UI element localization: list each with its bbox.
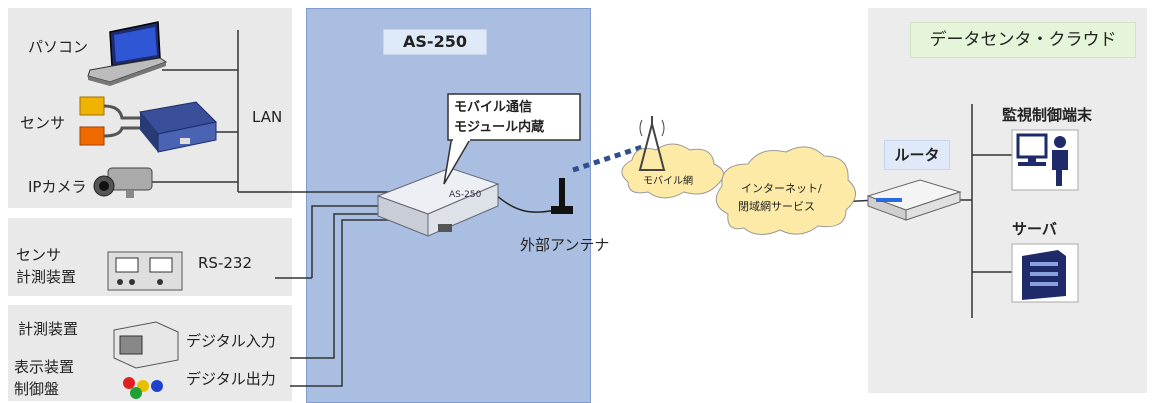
display-label: 表示装置 [14, 358, 75, 376]
terminal-icon [1011, 129, 1079, 191]
bubble-line-1: モバイル通信 [454, 100, 533, 115]
serial-sensor-label: センサ [16, 246, 62, 264]
router-icon [866, 179, 962, 221]
rs232-label: RS-232 [198, 254, 252, 272]
sensor-icon [79, 96, 142, 146]
callout-bubble [443, 93, 581, 185]
digital-input-label: デジタル入力 [186, 332, 276, 350]
digital-output-label: デジタル出力 [186, 370, 276, 388]
lan-label: LAN [252, 108, 283, 126]
antenna-icon [551, 178, 573, 214]
control-panel-label: 制御盤 [14, 380, 60, 398]
mobile-cloud [621, 143, 724, 199]
sensor-label: センサ [20, 114, 66, 132]
tower-icon [638, 116, 666, 171]
laptop-icon [87, 21, 168, 86]
bubble-line-2: モジュール内蔵 [454, 120, 545, 135]
antenna-label: 外部アンテナ [520, 236, 610, 254]
server-label: サーバ [1012, 220, 1057, 238]
datacenter-title: データセンタ・クラウド [910, 22, 1136, 58]
device-face-label: AS-250 [449, 190, 482, 200]
as250-title: AS-250 [383, 29, 487, 55]
terminal-label: 監視制御端末 [1002, 106, 1093, 124]
measurement-device-icon [107, 251, 183, 291]
router-label: ルータ [884, 140, 950, 170]
serial-instrument-label: 計測装置 [16, 268, 77, 286]
instrument-label: 計測装置 [18, 320, 79, 338]
mobile-net-label: モバイル網 [643, 176, 693, 187]
instrument-icon [113, 321, 179, 369]
internet-label-1: インターネット/ [741, 182, 822, 195]
internet-cloud [715, 146, 856, 235]
pc-label: パソコン [28, 38, 89, 56]
interface-box-icon [139, 101, 218, 153]
indicator-lamps-icon [123, 377, 163, 399]
ipcam-label: IPカメラ [28, 178, 87, 196]
as250-device-icon [376, 167, 500, 237]
ip-camera-icon [93, 167, 153, 198]
server-icon [1011, 243, 1079, 303]
internet-label-2: 閉域網サービス [738, 200, 815, 213]
